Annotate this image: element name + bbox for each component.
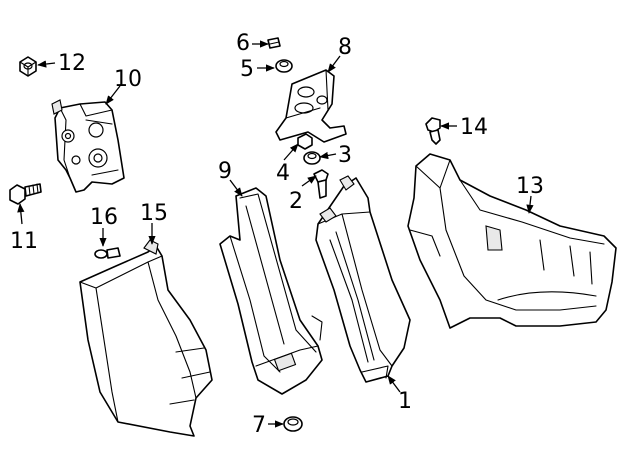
part-13-duct — [407, 153, 617, 329]
callout-6: 6 — [236, 31, 250, 56]
part-10-bracket — [51, 99, 125, 193]
callout-4: 4 — [276, 161, 290, 186]
callout-14: 14 — [460, 115, 488, 140]
callout-16: 16 — [90, 205, 118, 230]
part-11-bolt — [9, 183, 42, 205]
part-15-deflector — [79, 239, 213, 437]
part-14-clip — [425, 117, 441, 145]
part-12-nut — [19, 56, 37, 77]
part-3-grommet — [303, 151, 321, 165]
part-16-clip — [94, 247, 121, 259]
part-1-cooler — [315, 175, 411, 383]
part-7-grommet — [283, 416, 303, 432]
callout-8: 8 — [338, 35, 352, 60]
callout-2: 2 — [289, 189, 303, 214]
callout-5: 5 — [240, 57, 254, 82]
callout-15: 15 — [140, 201, 168, 226]
part-4-nut — [297, 133, 313, 150]
callout-3: 3 — [338, 143, 352, 168]
callout-9: 9 — [218, 159, 232, 184]
callout-labels: 1 2 3 4 5 6 7 8 9 10 11 12 13 14 15 16 — [10, 31, 544, 438]
callout-13: 13 — [516, 174, 544, 199]
callout-10: 10 — [114, 67, 142, 92]
callout-7: 7 — [252, 413, 266, 438]
part-2-stud — [313, 169, 329, 199]
callout-1: 1 — [398, 389, 412, 414]
part-6-clip — [267, 37, 281, 49]
part-9-frame — [219, 187, 323, 395]
callout-12: 12 — [58, 51, 86, 76]
callout-11: 11 — [10, 229, 38, 254]
leader-lines — [17, 40, 534, 428]
part-8-bracket — [275, 69, 347, 143]
part-5-grommet — [275, 59, 293, 73]
